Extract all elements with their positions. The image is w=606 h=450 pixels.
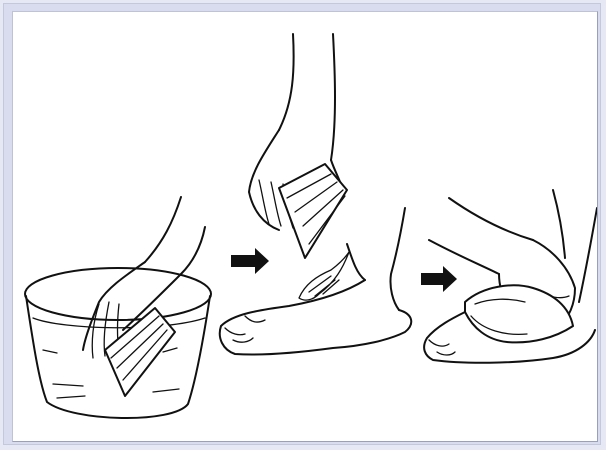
toes <box>429 340 455 355</box>
arm-outline <box>429 198 533 274</box>
right-arrow-icon <box>421 266 457 292</box>
foot-outline <box>220 280 411 355</box>
arm-outline <box>279 34 335 160</box>
illustration-panel <box>12 11 598 442</box>
arm-outline <box>145 197 205 274</box>
sponge <box>279 164 347 258</box>
bucket-with-hand-and-sponge-icon <box>25 197 211 418</box>
leg-outline <box>347 208 405 310</box>
hand-washing-foot-with-sponge-icon <box>220 34 411 355</box>
soap-suds <box>299 252 349 300</box>
foot-washing-illustration <box>13 12 598 442</box>
right-arrow-icon <box>231 248 269 274</box>
image-frame <box>3 3 601 445</box>
